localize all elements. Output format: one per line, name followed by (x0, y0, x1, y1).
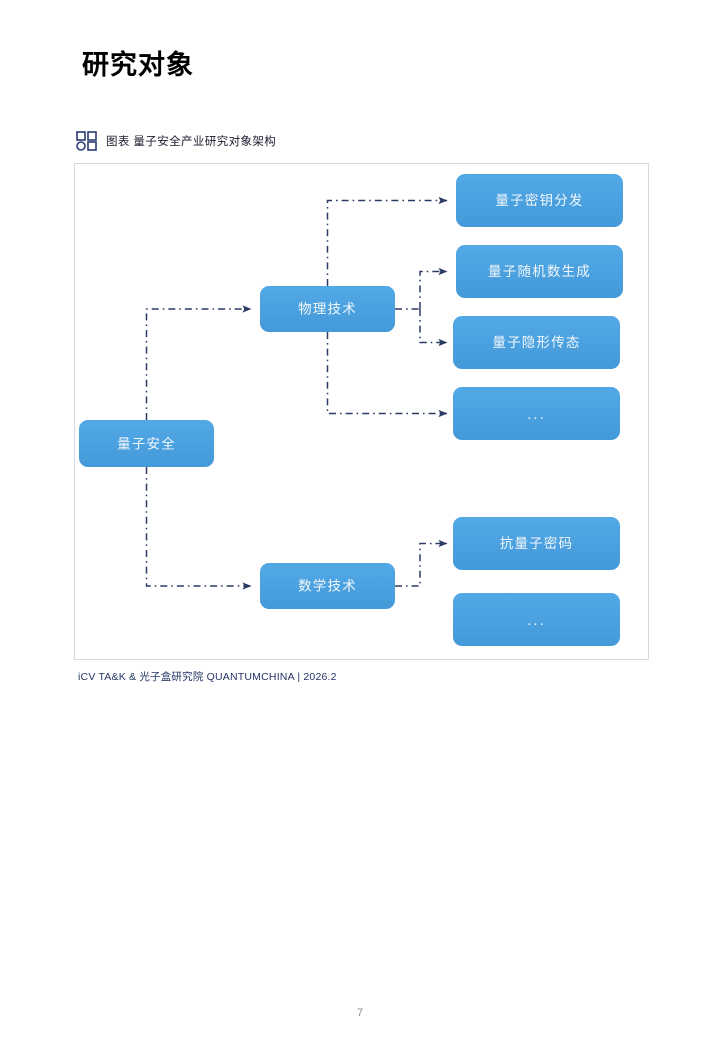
page-number: 7 (356, 1007, 364, 1019)
node-qrng-label: 量子随机数生成 (488, 264, 591, 279)
edge-root-to-physical (145, 305, 252, 420)
edge-physical-to-qkd (326, 196, 448, 286)
edge-math-to-pqc (395, 539, 448, 587)
node-physical-more-label: ... (527, 406, 546, 423)
diagram-nodes: 量子安全 物理技术 数学技术 量子密钥分发 量子随机数生成 (79, 174, 623, 646)
node-physical-more[interactable]: ... (453, 387, 620, 440)
node-physical-label: 物理技术 (298, 302, 357, 317)
node-math-more-label: ... (527, 612, 546, 629)
figure-caption: 图表 量子安全产业研究对象架构 (76, 131, 276, 151)
edge-root-to-math (145, 467, 252, 590)
architecture-diagram: 量子安全 物理技术 数学技术 量子密钥分发 量子随机数生成 (79, 174, 623, 646)
figure-frame: 量子安全 物理技术 数学技术 量子密钥分发 量子随机数生成 (74, 163, 649, 660)
node-qrng[interactable]: 量子随机数生成 (456, 245, 623, 298)
node-math-label: 数学技术 (298, 579, 357, 594)
node-qteleport-label: 量子隐形传态 (492, 335, 580, 350)
node-root-label: 量子安全 (117, 436, 176, 452)
node-qteleport[interactable]: 量子隐形传态 (453, 316, 620, 369)
edge-physical-to-qteleport (419, 309, 448, 347)
node-math[interactable]: 数学技术 (260, 563, 395, 609)
chart-grid-icon (76, 131, 97, 151)
node-root[interactable]: 量子安全 (79, 420, 214, 467)
page-title: 研究对象 (82, 50, 194, 80)
figure-source-line: iCV TA&K & 光子盒研究院 QUANTUMCHINA | 2026.2 (78, 671, 337, 683)
node-math-more[interactable]: ... (453, 593, 620, 646)
node-qkd-label: 量子密钥分发 (495, 192, 583, 208)
figure-caption-text: 图表 量子安全产业研究对象架构 (106, 136, 277, 148)
node-physical[interactable]: 物理技术 (260, 286, 395, 332)
node-pqc[interactable]: 抗量子密码 (453, 517, 620, 570)
diagram-connectors (145, 196, 448, 590)
edge-physical-to-qrng (419, 267, 448, 309)
edge-physical-to-more (326, 332, 448, 418)
node-pqc-label: 抗量子密码 (500, 535, 574, 551)
node-qkd[interactable]: 量子密钥分发 (456, 174, 623, 227)
